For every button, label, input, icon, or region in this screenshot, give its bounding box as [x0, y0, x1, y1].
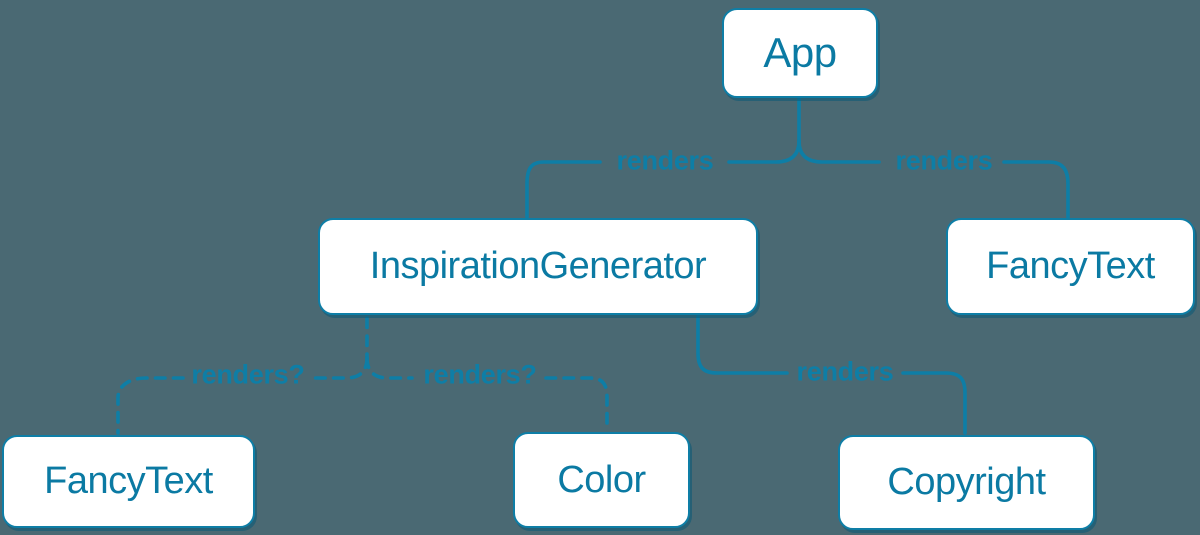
node-color: Color [513, 432, 690, 528]
edge-inspirationgenerator-to-color-2 [544, 376, 609, 432]
edge-inspirationgenerator-to-fancytext-2 [116, 376, 185, 435]
edge-app-to-fancytext [797, 139, 881, 164]
edge-label-renders-app-inspirationgenerator: renders [616, 145, 714, 176]
edge-inspirationgenerator-to-fancytext [313, 356, 369, 380]
node-color-label: Color [557, 458, 646, 501]
edge-app-to-inspirationgenerator-2 [525, 160, 602, 219]
node-fancytext-bottom: FancyText [2, 435, 255, 528]
edge-inspirationgenerator-to-copyright [696, 314, 789, 375]
edge-inspirationgenerator-to-copyright-2 [901, 371, 967, 435]
edge-label-renders-inspirationgenerator-copyright: renders [796, 356, 894, 387]
edge-label-renders-inspirationgenerator-fancytext: renders? [191, 359, 305, 390]
edge-label-renders-app-fancytext: renders [895, 145, 993, 176]
node-fancytext-bottom-label: FancyText [44, 460, 213, 502]
node-copyright-label: Copyright [887, 461, 1046, 503]
edge-label-renders-inspirationgenerator-color: renders? [423, 359, 537, 390]
node-inspiration-generator-label: InspirationGenerator [369, 245, 707, 287]
node-app-label: App [763, 29, 837, 76]
edge-app-to-fancytext-2 [1002, 160, 1070, 219]
node-copyright: Copyright [838, 435, 1095, 530]
node-fancytext-top-label: FancyText [986, 245, 1155, 287]
node-inspiration-generator: InspirationGenerator [318, 218, 758, 315]
node-fancytext-top: FancyText [946, 218, 1195, 315]
edge-inspirationgenerator-to-color [365, 356, 414, 380]
node-app: App [722, 8, 878, 98]
edge-app-to-inspirationgenerator [727, 139, 801, 164]
